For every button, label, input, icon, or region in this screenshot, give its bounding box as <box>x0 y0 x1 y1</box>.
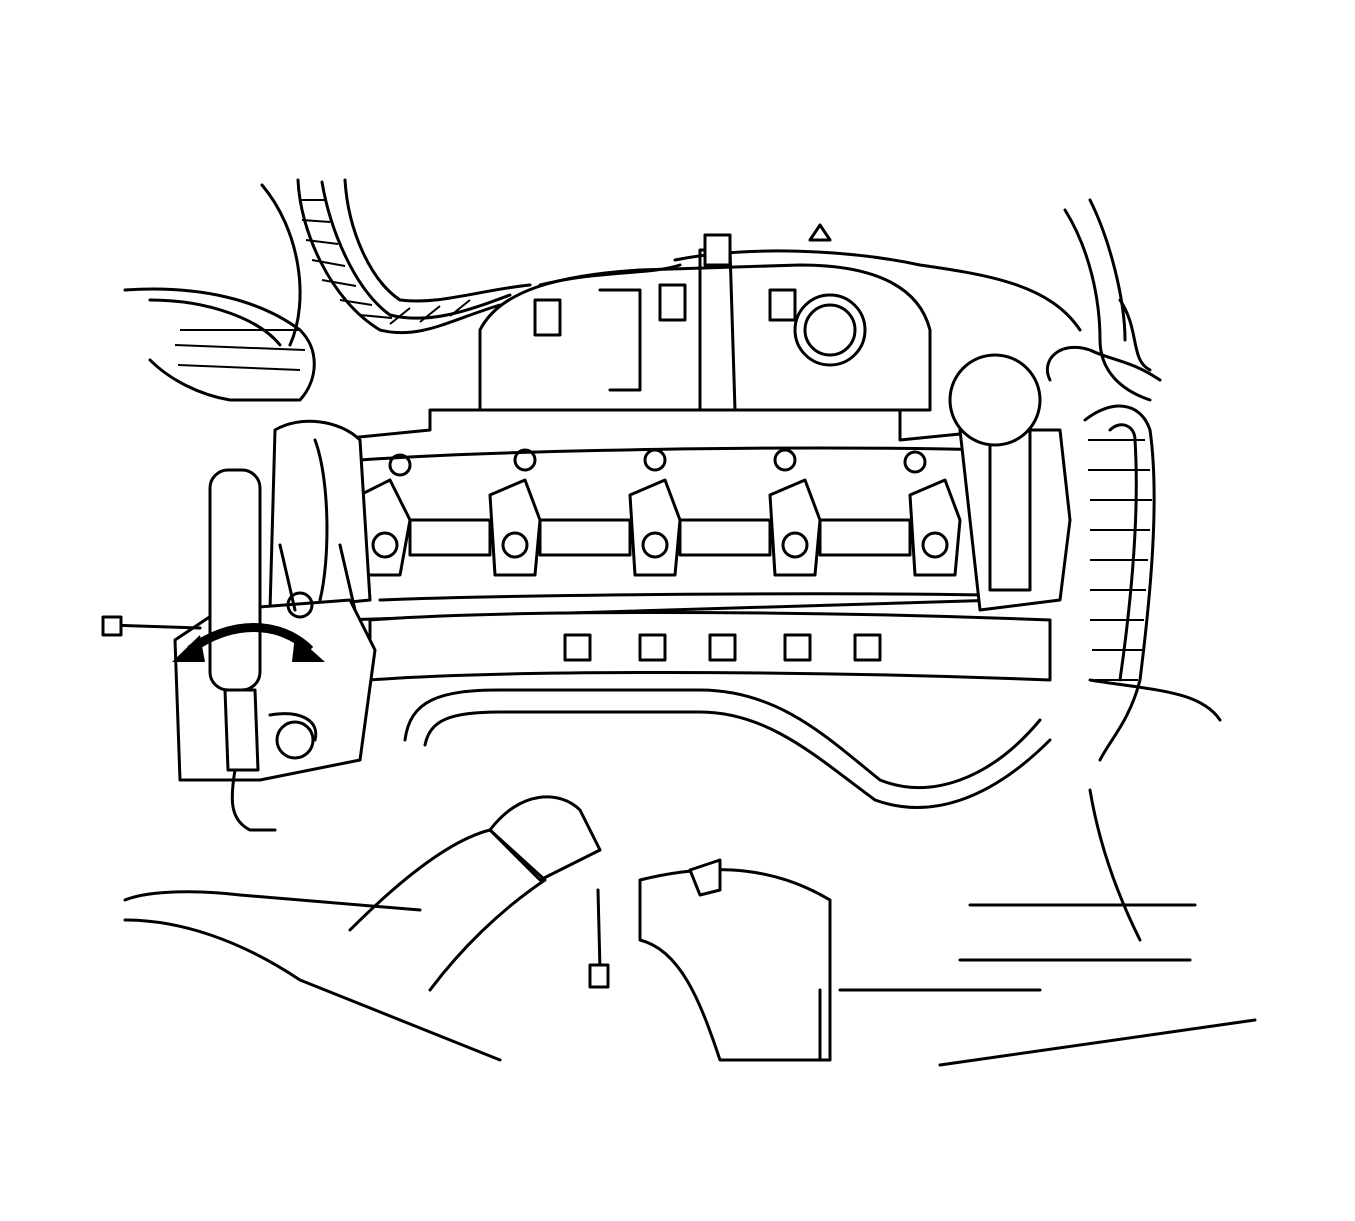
drain-bolt-lower <box>588 888 610 989</box>
rocker-arm-2 <box>488 478 542 577</box>
fuel-rail-injectors <box>368 611 1052 682</box>
adjustment-bolt <box>101 543 357 637</box>
rocker-arms <box>358 448 962 577</box>
coolant-hose-right <box>1045 198 1162 402</box>
upper-left-housing <box>123 183 316 402</box>
throttle-body <box>348 795 602 992</box>
lower-body-panels <box>123 788 1257 1067</box>
intake-plenum <box>478 248 1082 412</box>
timing-cover <box>268 419 372 612</box>
wiring-harness-top <box>296 178 532 335</box>
intake-hose-lower <box>403 688 1052 809</box>
rocker-arm-5 <box>908 478 962 577</box>
lower-duct <box>638 858 832 1062</box>
corrugated-conduit <box>1083 404 1222 762</box>
rocker-arm-3 <box>628 478 682 577</box>
sensor-connectors-top <box>533 223 832 337</box>
double-headed-curved-arrow-icon <box>172 623 325 662</box>
rocker-arm-4 <box>768 478 822 577</box>
right-end-bracket <box>948 353 1072 612</box>
